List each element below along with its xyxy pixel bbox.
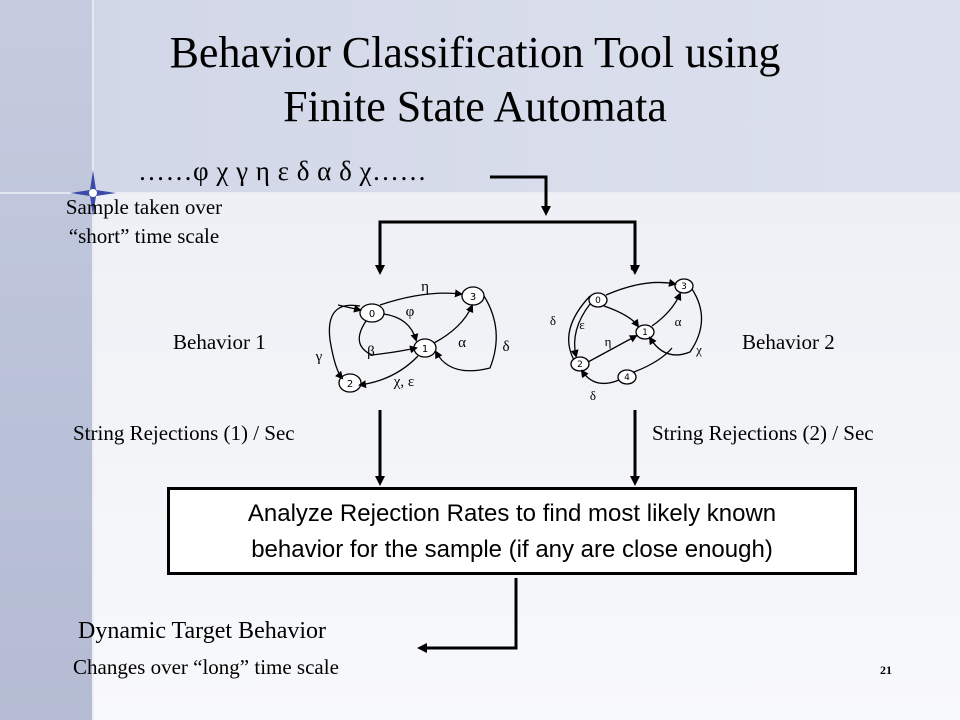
behavior1-label: Behavior 1 [173, 330, 266, 354]
b1-transition-label: γ [315, 349, 323, 365]
behavior1-fsm [328, 286, 497, 393]
sparkle-icon [70, 170, 116, 216]
behavior2-fsm [568, 278, 703, 385]
analyze-box-line1: Analyze Rejection Rates to find most lik… [247, 500, 777, 527]
b2-state-1 [635, 324, 655, 340]
split-connector [378, 220, 637, 271]
b2-state-label: 0 [595, 296, 601, 306]
behavior2-state-labels: 0 1 2 3 4 [577, 282, 687, 383]
slide-title-line2: Finite State Automata [283, 82, 667, 131]
b2-state-label: 1 [642, 328, 648, 338]
b1-transition-label: β [367, 344, 375, 360]
b1-state-label: 2 [347, 379, 353, 390]
behavior1-rejection-label: String Rejections (1) / Sec [73, 421, 295, 445]
b1-transition-label: φ [406, 304, 415, 320]
b1-state-label: 3 [470, 292, 476, 303]
b1-state-0 [359, 303, 385, 323]
b1-transition-label: α [458, 335, 466, 351]
page-number: 21 [880, 663, 892, 677]
b1-transition-label: η [421, 279, 429, 295]
b2-state-label: 4 [624, 373, 630, 383]
sample-note: Sample taken over “short” time scale [65, 195, 223, 248]
behavior1-state-labels: 0 1 2 3 [347, 292, 476, 390]
output-title: Dynamic Target Behavior [78, 618, 327, 644]
slide-title-line1: Behavior Classification Tool using [169, 28, 781, 77]
b1-state-label: 1 [422, 344, 428, 355]
input-symbol-stream: ……φ χ γ η ε δ α δ χ…… [138, 156, 428, 186]
b2-transition-label: ε [579, 317, 585, 332]
b2-transition-label: χ [695, 342, 702, 357]
decorative-vertical-line [92, 0, 94, 720]
decorative-horizontal-line [0, 192, 960, 194]
analyze-rejection-box: Analyze Rejection Rates to find most lik… [167, 487, 857, 575]
output-note: Changes over “long” time scale [73, 655, 339, 679]
b2-state-label: 3 [681, 282, 687, 292]
stream-connector [490, 175, 551, 216]
b2-state-label: 2 [577, 360, 583, 370]
b1-transition-label: χ, ε [393, 374, 414, 390]
b1-transition-label: δ [502, 339, 509, 355]
b2-state-2 [570, 356, 590, 372]
b2-transition-label: η [605, 334, 612, 349]
behavior2-transition-labels: φ δ ε η α χ δ [550, 259, 702, 403]
b2-state-4 [617, 369, 637, 385]
analyze-box-line2: behavior for the sample (if any are clos… [251, 536, 773, 563]
behavior2-label: Behavior 2 [742, 330, 835, 354]
b2-transition-label: δ [590, 388, 596, 403]
b2-transition-label: φ [630, 259, 638, 274]
result-connector [417, 578, 518, 653]
slide-background-main [92, 192, 960, 720]
behavior1-transition-labels: η φ β α δ γ χ, ε [315, 279, 510, 390]
slide-background-left [0, 0, 92, 720]
b2-transition-label: α [675, 314, 682, 329]
b2-transition-label: δ [550, 313, 556, 328]
behavior2-rejection-label: String Rejections (2) / Sec [652, 421, 874, 445]
slide-background-top [92, 0, 960, 192]
b2-state-0 [588, 292, 608, 308]
b1-state-label: 0 [369, 309, 375, 320]
